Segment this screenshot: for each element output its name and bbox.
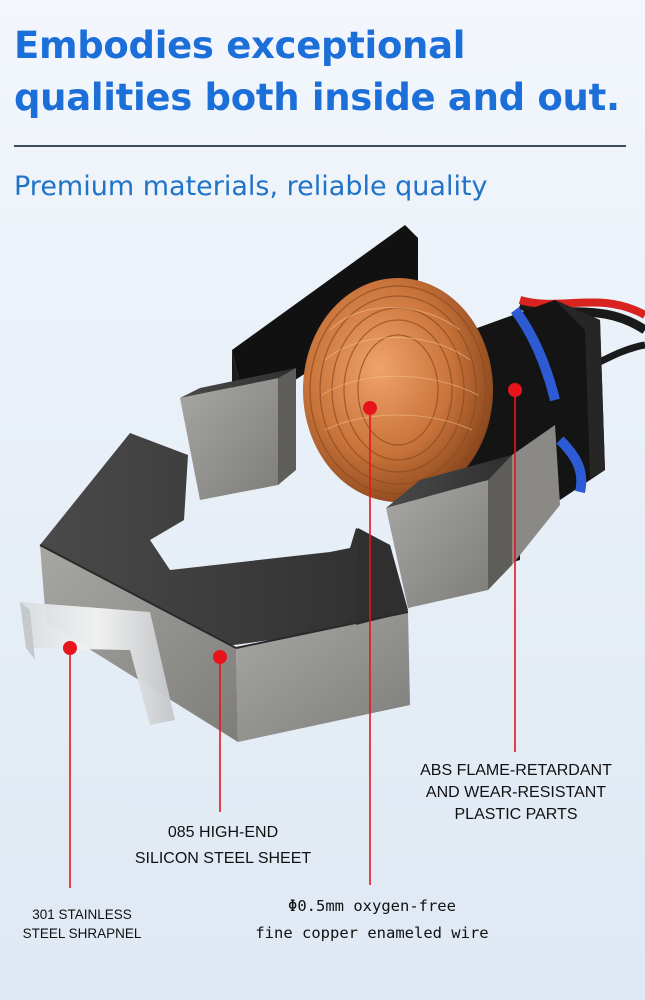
callout-abs-plastic: ABS FLAME-RETARDANT AND WEAR-RESISTANT P… — [398, 760, 634, 826]
callout-steel-line-2: SILICON STEEL SHEET — [134, 850, 312, 867]
steel-core-left-stub — [180, 368, 296, 500]
callout-copper-wire: Φ0.5mm oxygen-free fine copper enameled … — [240, 893, 504, 947]
callout-stainless-shrapnel: 301 STAINLESS STEEL SHRAPNEL — [4, 905, 160, 943]
steel-core-right-stub — [386, 425, 560, 608]
callout-abs-line-1: ABS FLAME-RETARDANT — [420, 762, 612, 779]
callout-shrapnel-line-2: STEEL SHRAPNEL — [22, 926, 142, 941]
subheadline: Premium materials, reliable quality — [14, 171, 488, 202]
callout-wire-line-1: Φ0.5mm oxygen-free — [288, 897, 456, 915]
headline-line-2: qualities both inside and out. — [14, 76, 620, 119]
callout-wire-line-2: fine copper enameled wire — [255, 924, 489, 942]
callout-shrapnel-line-1: 301 STAINLESS — [32, 907, 132, 922]
headline-line-1: Embodies exceptional — [14, 24, 466, 67]
callout-abs-line-2: AND WEAR-RESISTANT — [425, 784, 607, 801]
silicon-steel-u-core — [39, 433, 410, 742]
callout-silicon-steel: 085 HIGH-END SILICON STEEL SHEET — [112, 820, 334, 872]
marker-abs-plastic — [508, 383, 522, 397]
blue-insulation-tape — [510, 307, 587, 494]
divider — [14, 145, 626, 147]
callout-leader-lines — [69, 390, 516, 888]
headline: Embodies exceptional qualities both insi… — [14, 20, 620, 124]
marker-silicon-steel — [213, 650, 227, 664]
marker-copper-wire — [363, 401, 377, 415]
callout-steel-line-1: 085 HIGH-END — [167, 824, 279, 841]
copper-coil — [303, 278, 493, 502]
callout-markers — [63, 383, 522, 664]
marker-shrapnel — [63, 641, 77, 655]
stainless-steel-clip — [20, 602, 175, 725]
callout-abs-line-3: PLASTIC PARTS — [454, 806, 578, 823]
